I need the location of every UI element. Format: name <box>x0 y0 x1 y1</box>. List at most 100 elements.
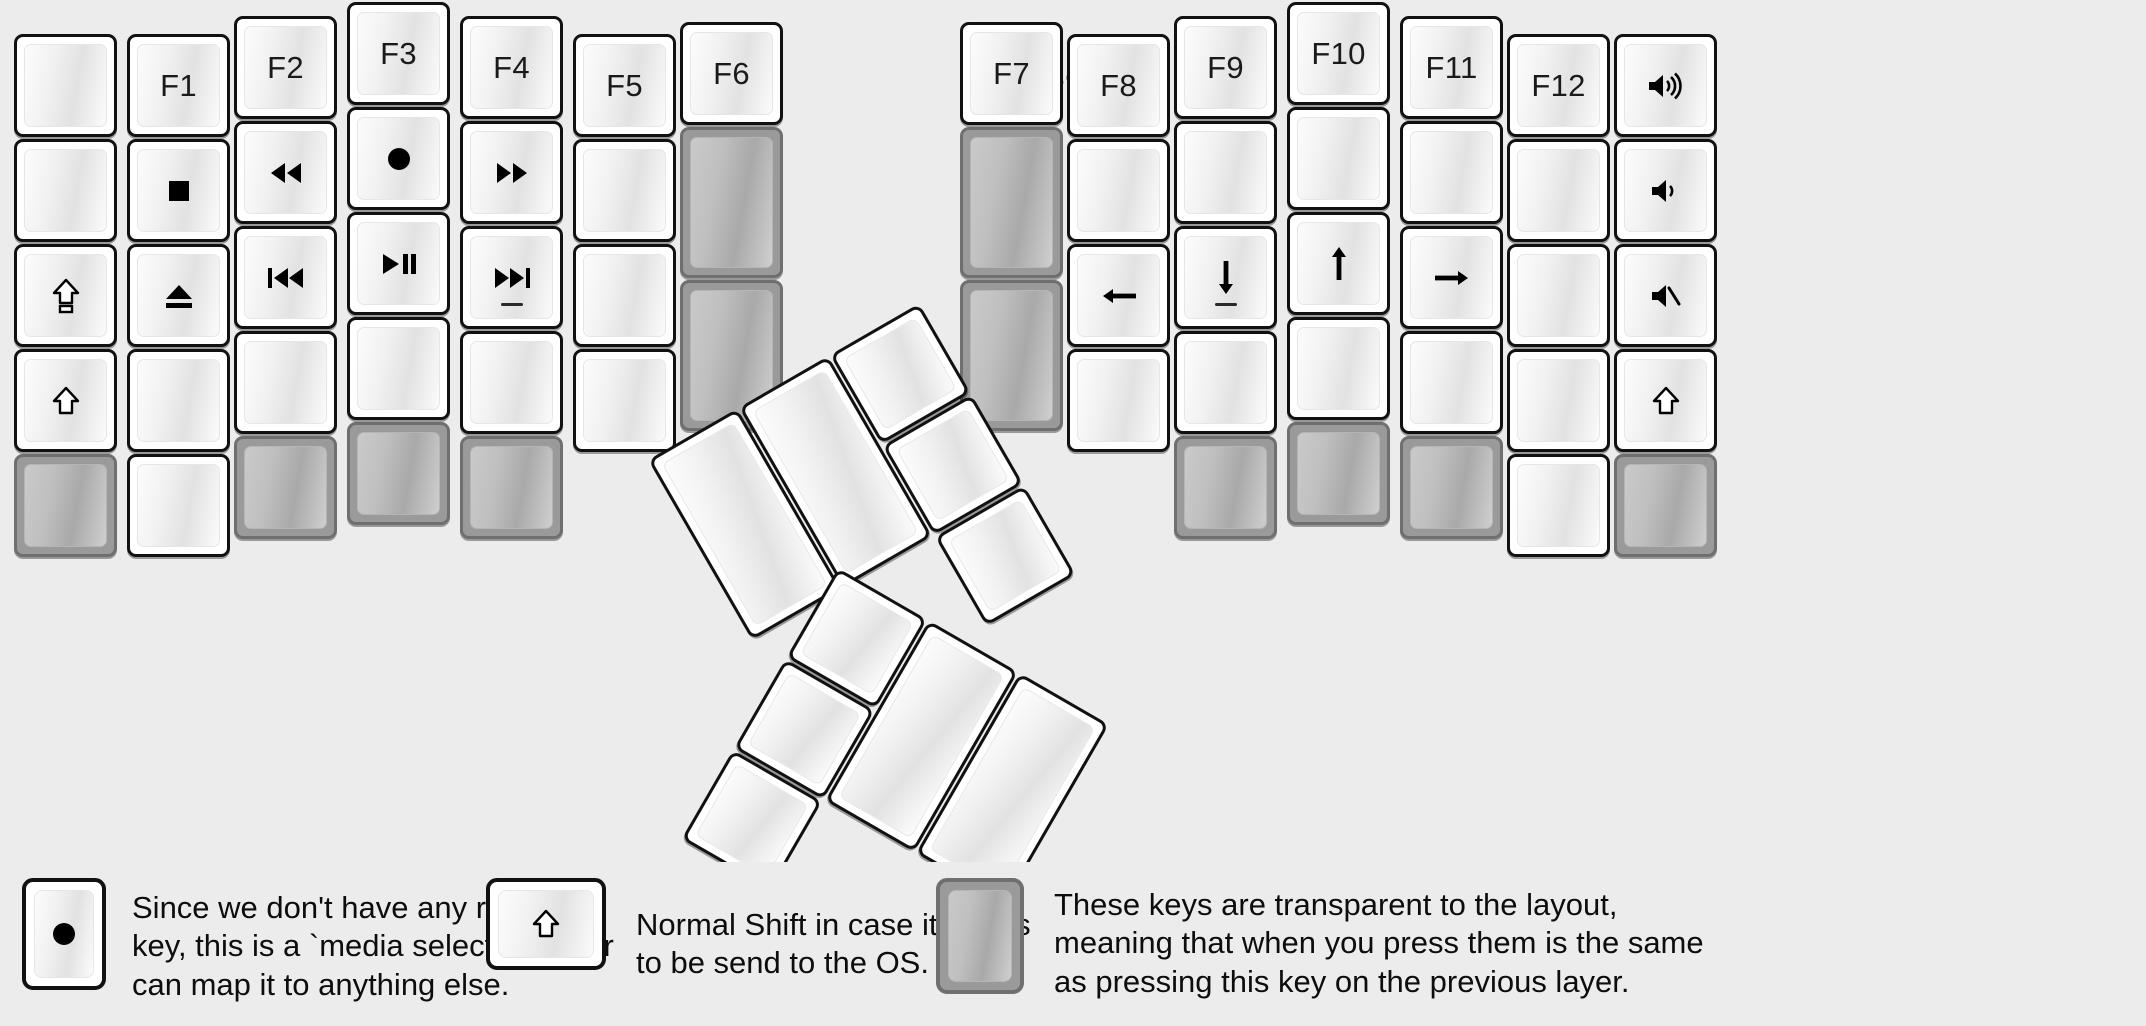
left-col-2-pinky-key-3[interactable] <box>127 244 230 347</box>
left-col-1-pinky-outer-key-3[interactable] <box>14 244 117 347</box>
left-col-6-index-inner-key-2[interactable] <box>573 139 676 242</box>
right-col-2-index-key-2[interactable] <box>1067 139 1170 242</box>
media-record-icon <box>384 144 414 174</box>
keycap-surface: F8 <box>1077 44 1160 127</box>
right-col-4-ring-key-2[interactable] <box>1287 107 1390 210</box>
media-record-icon <box>49 919 79 949</box>
right-col-2-index-key-1[interactable]: F8 <box>1067 34 1170 137</box>
left-col-6-index-inner-key-1[interactable]: F5 <box>573 34 676 137</box>
left-col-5-index-key-5[interactable] <box>460 436 563 539</box>
media-stop-icon <box>165 177 193 205</box>
keycap-surface <box>1624 44 1707 127</box>
right-col-7-far-outer-key-3[interactable] <box>1614 244 1717 347</box>
left-col-5-index-key-2[interactable] <box>460 121 563 224</box>
right-col-7-far-outer-key-5[interactable] <box>1614 454 1717 557</box>
keycap-surface: F3 <box>357 12 440 95</box>
key-label: F9 <box>1207 50 1244 85</box>
keycap-surface <box>1410 446 1493 529</box>
right-col-4-ring-key-4[interactable] <box>1287 317 1390 420</box>
right-col-6-pinky-outer-key-5[interactable] <box>1507 454 1610 557</box>
right-col-5-pinky-key-3[interactable] <box>1400 226 1503 329</box>
right-col-3-middle-key-2[interactable] <box>1174 121 1277 224</box>
left-col-1-pinky-outer-key-5[interactable] <box>14 454 117 557</box>
right-col-4-ring-key-1[interactable]: F10 <box>1287 2 1390 105</box>
right-col-1-index-inner-key-2[interactable] <box>960 127 1063 278</box>
right-col-5-pinky-key-2[interactable] <box>1400 121 1503 224</box>
keycap-surface <box>470 131 553 214</box>
left-col-3-ring-key-5[interactable] <box>234 436 337 539</box>
left-col-7-outer-inner-key-2[interactable] <box>680 127 783 278</box>
left-col-2-pinky-key-5[interactable] <box>127 454 230 557</box>
left-col-1-pinky-outer-key-4[interactable] <box>14 349 117 452</box>
right-col-3-middle-key-5[interactable] <box>1174 436 1277 539</box>
media-previous-icon <box>266 266 306 290</box>
left-col-2-pinky-key-4[interactable] <box>127 349 230 452</box>
keycap-surface <box>583 359 666 442</box>
right-col-6-pinky-outer-key-1[interactable]: F12 <box>1507 34 1610 137</box>
left-col-4-middle-key-1[interactable]: F3 <box>347 2 450 105</box>
right-col-2-index-key-4[interactable] <box>1067 349 1170 452</box>
keycap-surface <box>244 341 327 424</box>
right-col-4-ring-key-3[interactable] <box>1287 212 1390 315</box>
volume-mute-icon <box>1649 281 1683 311</box>
keycap-surface <box>1517 254 1600 337</box>
left-col-4-middle-key-3[interactable] <box>347 212 450 315</box>
keycap-surface <box>244 236 327 319</box>
right-col-6-pinky-outer-key-4[interactable] <box>1507 349 1610 452</box>
legend-panel: Since we don't have any recording key, t… <box>8 862 2138 1018</box>
left-col-4-middle-key-4[interactable] <box>347 317 450 420</box>
keycap-surface <box>1184 236 1267 319</box>
left-col-3-ring-key-1[interactable]: F2 <box>234 16 337 119</box>
right-col-5-pinky-key-1[interactable]: F11 <box>1400 16 1503 119</box>
right-col-1-index-inner-key-3[interactable] <box>960 280 1063 431</box>
left-col-4-middle-key-2[interactable] <box>347 107 450 210</box>
right-col-1-index-inner-key-1[interactable]: F7 <box>960 22 1063 125</box>
left-col-2-pinky-key-1[interactable]: F1 <box>127 34 230 137</box>
right-col-7-far-outer-key-1[interactable] <box>1614 34 1717 137</box>
right-col-5-pinky-key-5[interactable] <box>1400 436 1503 539</box>
left-col-1-pinky-outer-key-2[interactable] <box>14 139 117 242</box>
arrow-up-icon <box>1327 244 1351 284</box>
home-row-indicator <box>1214 303 1237 306</box>
left-col-3-ring-key-2[interactable] <box>234 121 337 224</box>
legend-key-record <box>22 878 106 990</box>
shift-icon <box>51 384 81 418</box>
right-col-6-pinky-outer-key-3[interactable] <box>1507 244 1610 347</box>
home-row-indicator <box>500 303 523 306</box>
left-col-4-middle-key-5[interactable] <box>347 422 450 525</box>
keycap-surface <box>583 149 666 232</box>
legend-key-cap <box>498 890 594 958</box>
right-col-4-ring-key-5[interactable] <box>1287 422 1390 525</box>
keycap-surface <box>1077 149 1160 232</box>
left-col-5-index-key-4[interactable] <box>460 331 563 434</box>
left-col-3-ring-key-3[interactable] <box>234 226 337 329</box>
keycap-surface <box>1297 222 1380 305</box>
keycap-surface <box>1624 254 1707 337</box>
media-eject-icon <box>163 282 195 310</box>
right-col-3-middle-key-3[interactable] <box>1174 226 1277 329</box>
keycap-surface <box>1410 236 1493 319</box>
right-col-3-middle-key-1[interactable]: F9 <box>1174 16 1277 119</box>
right-col-5-pinky-key-4[interactable] <box>1400 331 1503 434</box>
left-col-6-index-inner-key-4[interactable] <box>573 349 676 452</box>
left-col-1-pinky-outer-key-1[interactable] <box>14 34 117 137</box>
right-col-3-middle-key-4[interactable] <box>1174 331 1277 434</box>
left-thumb-cluster <box>648 303 1076 641</box>
keycap-surface <box>137 464 220 547</box>
left-col-2-pinky-key-2[interactable] <box>127 139 230 242</box>
keycap-surface <box>1517 359 1600 442</box>
keycap-surface <box>1624 149 1707 232</box>
right-col-6-pinky-outer-key-2[interactable] <box>1507 139 1610 242</box>
keycap-surface <box>137 359 220 442</box>
legend-key-cap <box>948 890 1012 982</box>
right-col-7-far-outer-key-2[interactable] <box>1614 139 1717 242</box>
left-col-3-ring-key-4[interactable] <box>234 331 337 434</box>
right-col-2-index-key-3[interactable] <box>1067 244 1170 347</box>
left-col-6-index-inner-key-3[interactable] <box>573 244 676 347</box>
left-col-7-outer-inner-key-1[interactable]: F6 <box>680 22 783 125</box>
left-col-5-index-key-1[interactable]: F4 <box>460 16 563 119</box>
keycap-surface <box>24 359 107 442</box>
right-col-7-far-outer-key-4[interactable] <box>1614 349 1717 452</box>
keycap-surface <box>1517 464 1600 547</box>
left-col-5-index-key-3[interactable] <box>460 226 563 329</box>
